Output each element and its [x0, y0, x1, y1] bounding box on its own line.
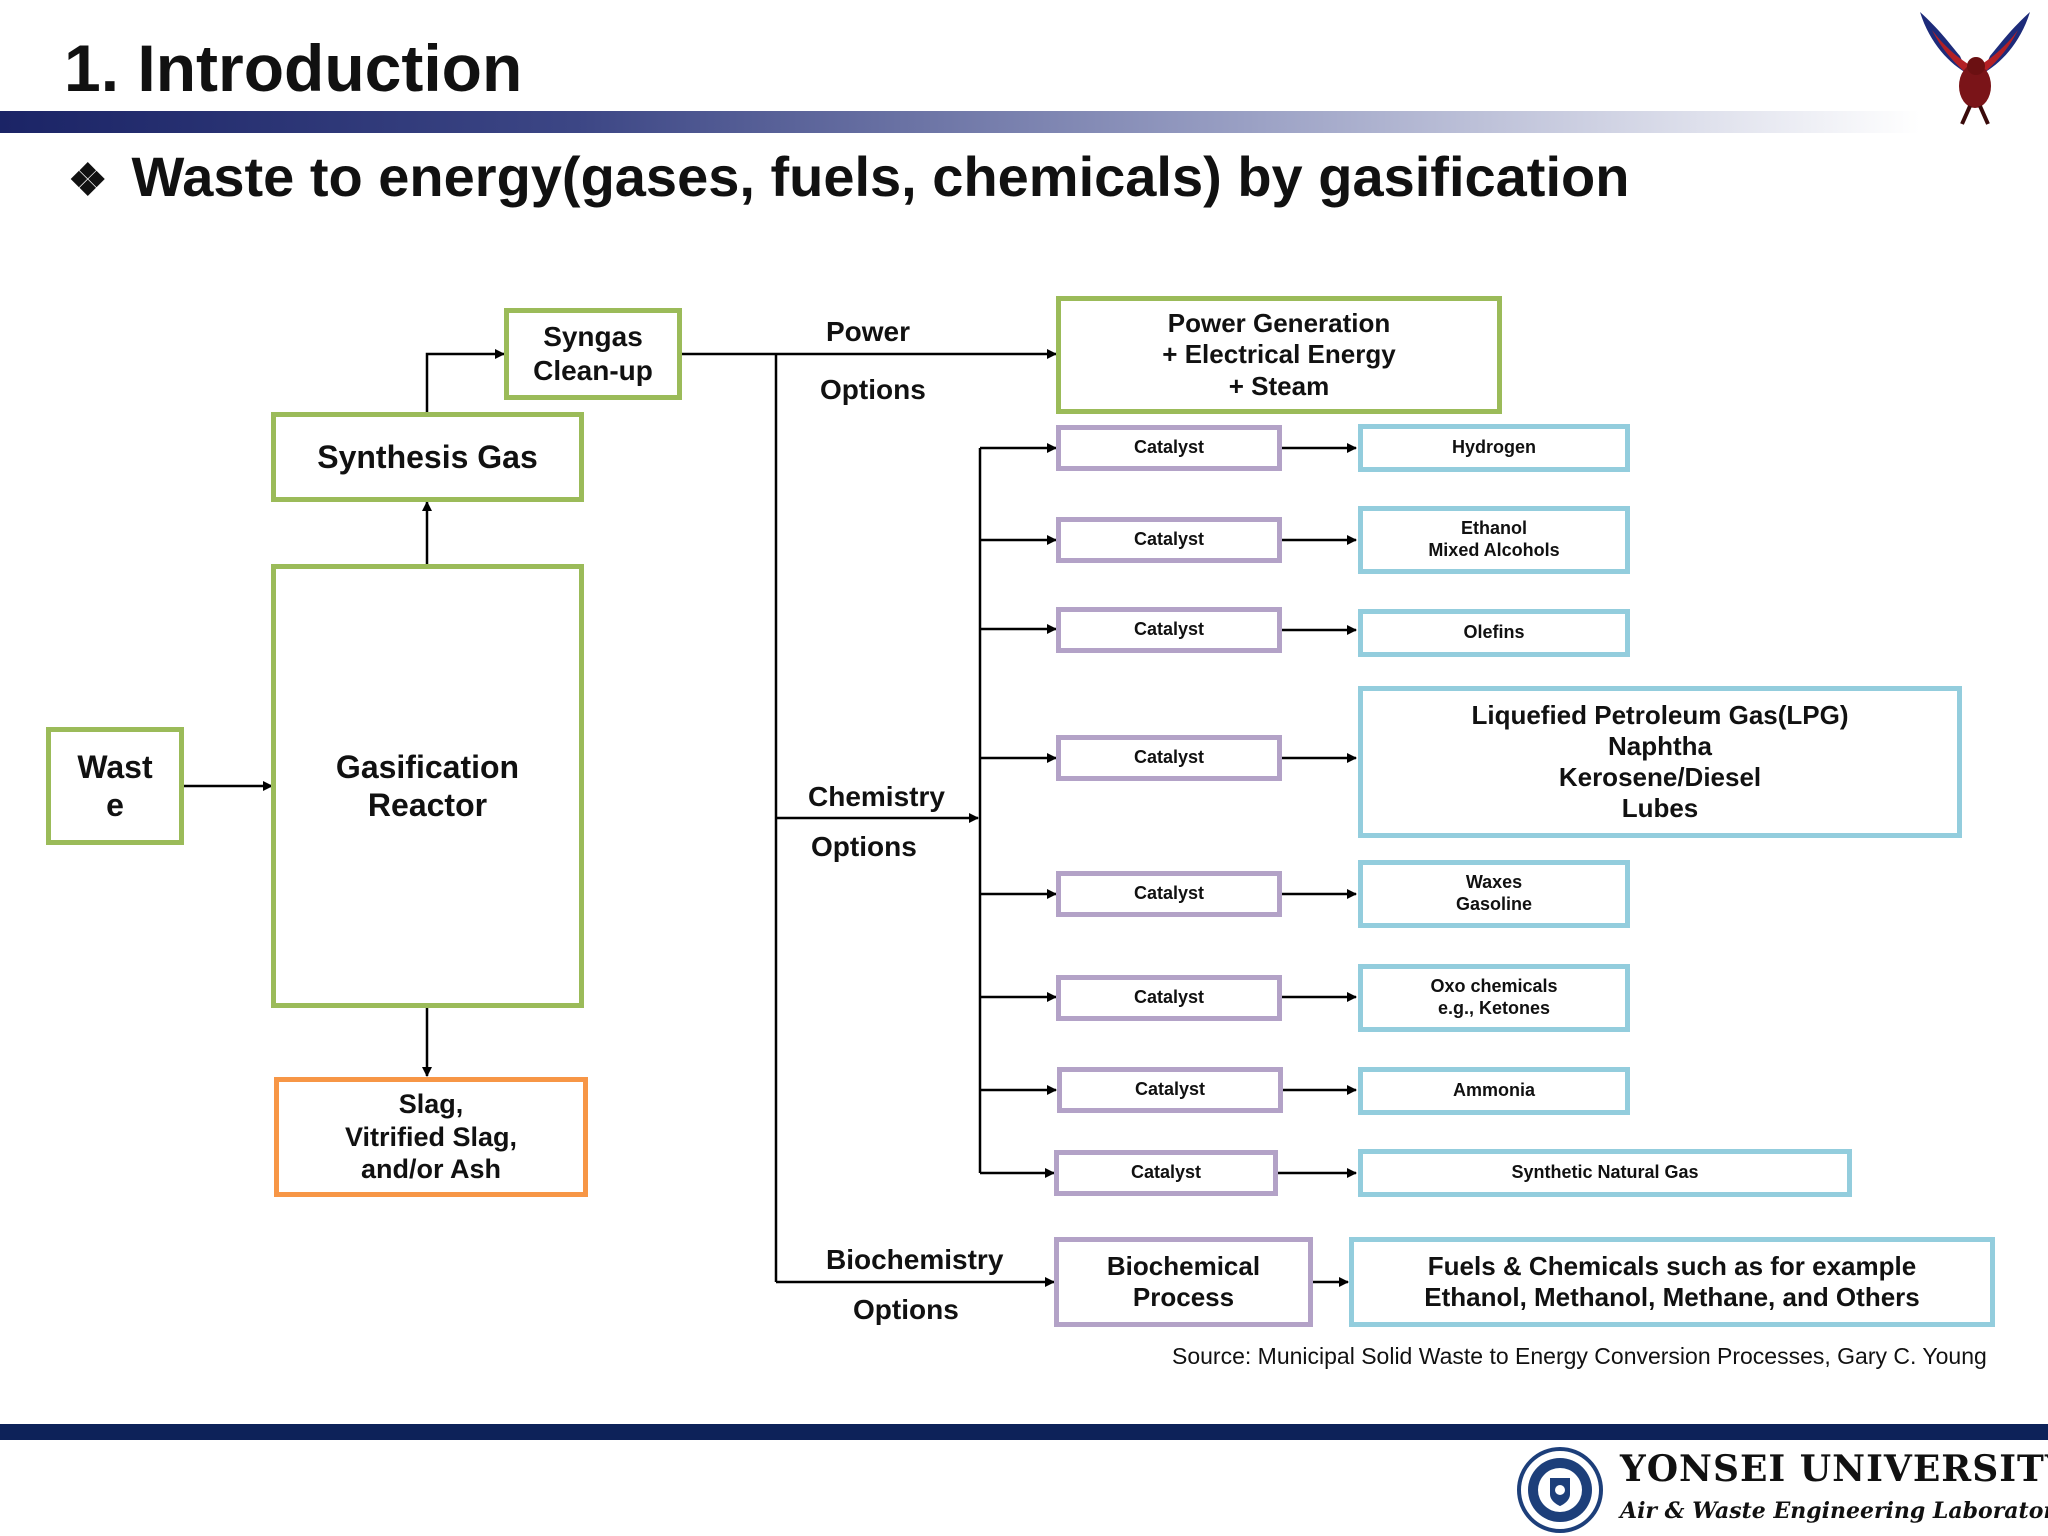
product-hydrogen-box: Hydrogen	[1358, 424, 1630, 472]
biochemical-process-box: Biochemical Process	[1054, 1237, 1313, 1327]
catalyst-box: Catalyst	[1056, 871, 1282, 917]
slide-subtitle: ❖ Waste to energy(gases, fuels, chemicals…	[68, 142, 1629, 212]
subtitle-text: Waste to energy(gases, fuels, chemicals)…	[131, 145, 1630, 208]
catalyst-box: Catalyst	[1056, 517, 1282, 563]
source-citation: Source: Municipal Solid Waste to Energy …	[1172, 1343, 1987, 1369]
product-olefins-box: Olefins	[1358, 609, 1630, 657]
product-synthetic-natural-gas-box: Synthetic Natural Gas	[1358, 1149, 1852, 1197]
bio-products-box: Fuels & Chemicals such as for example Et…	[1349, 1237, 1995, 1327]
power-options-label: Options	[820, 374, 926, 405]
title-underline-bar	[0, 111, 1920, 133]
product-ammonia-box: Ammonia	[1358, 1067, 1630, 1115]
product-ethanol-box: Ethanol Mixed Alcohols	[1358, 506, 1630, 574]
product-oxo-chemicals-box: Oxo chemicals e.g., Ketones	[1358, 964, 1630, 1032]
catalyst-box: Catalyst	[1056, 425, 1282, 471]
footer-bar	[0, 1424, 2048, 1440]
university-seal-icon	[1517, 1447, 1603, 1533]
biochemistry-options-label: Options	[853, 1294, 959, 1325]
power-generation-box: Power Generation + Electrical Energy + S…	[1056, 296, 1502, 414]
eagle-logo-icon	[1920, 12, 2030, 125]
slag-box: Slag, Vitrified Slag, and/or Ash	[274, 1077, 588, 1197]
university-name: YONSEI UNIVERSITY	[1620, 1448, 2048, 1490]
product-lpg-box: Liquefied Petroleum Gas(LPG) Naphtha Ker…	[1358, 686, 1962, 838]
catalyst-box: Catalyst	[1057, 1067, 1283, 1113]
gasification-reactor-box: Gasification Reactor	[271, 564, 584, 1008]
product-waxes-box: Waxes Gasoline	[1358, 860, 1630, 928]
catalyst-box: Catalyst	[1054, 1150, 1278, 1196]
page-title: 1. Introduction	[64, 31, 523, 105]
synthesis-gas-box: Synthesis Gas	[271, 412, 584, 502]
catalyst-box: Catalyst	[1056, 975, 1282, 1021]
chemistry-label: Chemistry	[808, 781, 945, 812]
chemistry-options-label: Options	[811, 831, 917, 862]
catalyst-box: Catalyst	[1056, 735, 1282, 781]
laboratory-name: Air & Waste Engineering Laboratory	[1620, 1498, 2048, 1524]
waste-box: Wast e	[46, 727, 184, 845]
catalyst-box: Catalyst	[1056, 607, 1282, 653]
biochemistry-label: Biochemistry	[826, 1244, 1004, 1275]
power-label: Power	[826, 316, 911, 347]
arrow-synthesis-to-cleanup	[425, 349, 505, 412]
diamond-bullet-icon: ❖	[68, 156, 108, 205]
syngas-cleanup-box: Syngas Clean-up	[504, 308, 682, 400]
